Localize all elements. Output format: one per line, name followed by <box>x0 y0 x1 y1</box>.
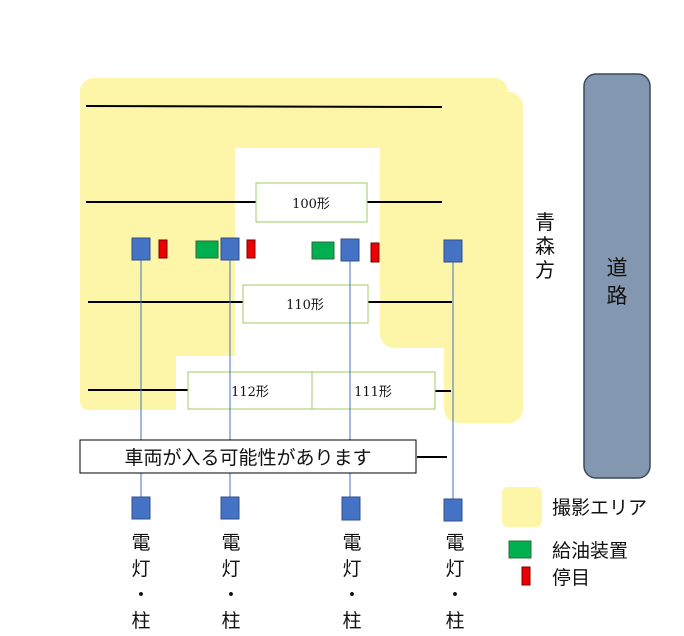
car-110-box <box>242 284 369 324</box>
pole-caption-char: ・ <box>342 584 361 606</box>
direction-label-text-char: 森 <box>535 234 555 258</box>
fuel-devices <box>195 240 335 260</box>
notice-box <box>79 439 417 474</box>
car-111-box <box>311 371 436 410</box>
pole-icon <box>340 238 360 262</box>
pole-icon <box>220 496 240 520</box>
pole-caption-char: 柱 <box>221 610 240 632</box>
direction-label-text-char: 青 <box>535 210 555 234</box>
legend: 撮影エリア 給油装置 停目 <box>502 487 647 589</box>
tracks <box>85 105 452 458</box>
legend-fuel-label: 給油装置 <box>552 540 628 562</box>
car-100-box <box>255 182 368 223</box>
pole-caption-char: ・ <box>221 584 240 606</box>
pole-caption-char: 柱 <box>342 610 361 632</box>
legend-stop-icon <box>521 566 531 586</box>
pole-caption-char: 電 <box>131 532 150 554</box>
pole-icon <box>443 239 463 263</box>
pole-caption: 電灯・柱電灯・柱 <box>342 532 361 632</box>
pole-caption-char: ・ <box>131 584 150 606</box>
track-top <box>85 105 443 108</box>
legend-photo-area-icon <box>502 487 542 527</box>
car-boxes <box>187 182 436 410</box>
car-112-box <box>187 371 313 410</box>
pole-icon <box>443 498 463 522</box>
pole-captions: 電灯・柱電灯・柱電灯・柱電灯・柱電灯・柱電灯・柱電灯・柱電灯・柱 <box>131 532 464 632</box>
pole-icon <box>131 496 151 520</box>
pole-icon <box>220 237 240 261</box>
pole-caption-char: ・ <box>445 584 464 606</box>
pole-caption-char: 柱 <box>445 610 464 632</box>
car-112-label: 112形 <box>231 385 269 400</box>
pole-caption-char: 灯 <box>131 558 150 580</box>
pole-caption-char: 灯 <box>221 558 240 580</box>
poles-top <box>131 237 463 263</box>
fuel-device-icon <box>311 241 335 260</box>
car-110-label: 110形 <box>286 298 324 313</box>
legend-fuel-icon <box>508 540 532 559</box>
pole-caption-char: 電 <box>445 532 464 554</box>
road <box>583 73 651 479</box>
photo-area <box>80 78 523 423</box>
pole-caption: 電灯・柱電灯・柱 <box>131 532 150 632</box>
road-label: 道路道路 <box>607 256 628 308</box>
pole-caption-char: 柱 <box>131 610 150 632</box>
road-label-text: 道路道路 <box>607 256 628 308</box>
pole-caption-char: 電 <box>342 532 361 554</box>
pole-caption-char: 灯 <box>342 558 361 580</box>
stop-markers <box>158 239 380 263</box>
car-100-label: 100形 <box>292 197 330 212</box>
fuel-device-icon <box>195 240 219 259</box>
direction-label-text-char: 方 <box>535 258 555 282</box>
legend-stop-label: 停目 <box>552 567 590 589</box>
pole-caption-char: 電 <box>221 532 240 554</box>
direction-label: 青森方青森方 <box>535 210 555 282</box>
road-label-text-char: 路 <box>607 284 628 308</box>
road-label-text-char: 道 <box>607 256 628 280</box>
stop-marker-icon <box>158 239 168 259</box>
pole-caption-char: 灯 <box>445 558 464 580</box>
stop-marker-icon <box>370 242 380 263</box>
notice-text: 車両が入る可能性があります <box>124 447 371 469</box>
poles-bottom <box>131 496 463 522</box>
direction-label-text: 青森方青森方 <box>535 210 555 282</box>
stop-marker-icon <box>246 239 256 259</box>
pole-caption: 電灯・柱電灯・柱 <box>221 532 240 632</box>
pole-icon <box>131 237 151 261</box>
legend-photo-area-label: 撮影エリア <box>552 497 647 519</box>
pole-icon <box>341 496 361 521</box>
car-111-label: 111形 <box>354 385 392 400</box>
pole-caption: 電灯・柱電灯・柱 <box>445 532 464 632</box>
